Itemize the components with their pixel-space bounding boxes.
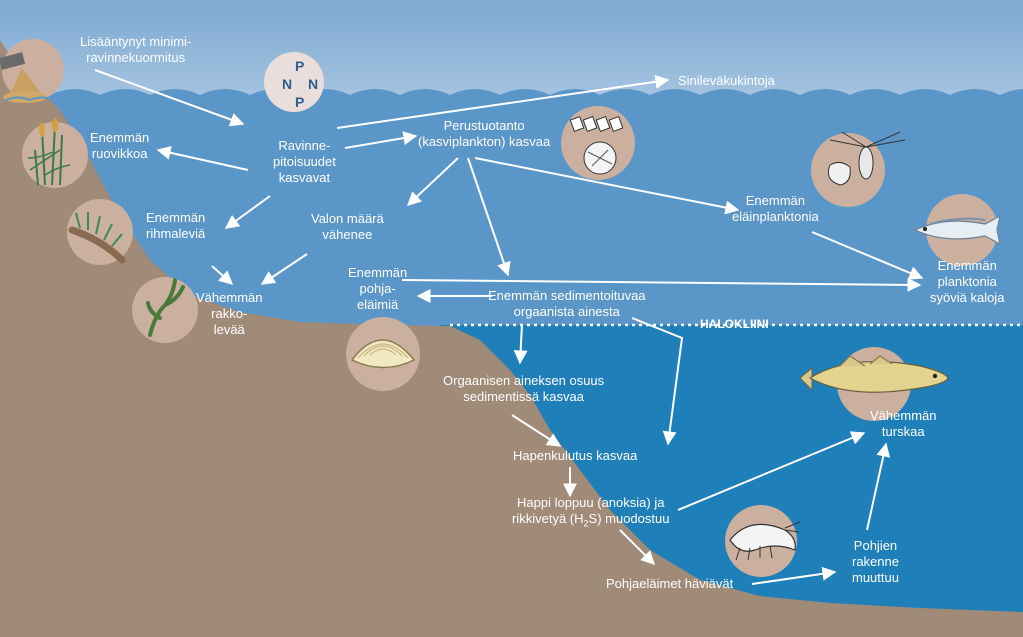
arrow-nutrients-to-reed <box>156 145 249 171</box>
bladderwrack-icon <box>132 277 198 343</box>
arrow-nutrients-to-primary <box>344 131 418 149</box>
arrow-primary-to-sediment <box>467 157 511 277</box>
label-h2s-line: rikkivetyä (H2S) muodostuu <box>512 511 670 529</box>
label-bottom-structure-changes: Pohjien rakenne muuttuu <box>852 538 899 585</box>
herring-icon <box>913 194 1001 266</box>
label-less-cod: Vähemmän turskaa <box>870 408 937 439</box>
seabed <box>0 40 1023 637</box>
label-more-sedimenting-organic: Enemmän sedimentoituvaa orgaanista aines… <box>488 288 646 319</box>
arrows <box>94 69 924 585</box>
sky <box>0 0 1023 100</box>
reed-icon <box>22 118 88 188</box>
arrow-anoxia-to-cod <box>677 431 866 511</box>
label-h2s-sub: 2 <box>583 518 589 529</box>
phytoplankton-icon <box>561 106 635 180</box>
arrow-anoxia-to-benthosloss <box>619 529 655 565</box>
label-oxygen-line1: Happi loppuu (anoksia) ja <box>517 495 665 510</box>
label-light-decreases: Valon määrä vähenee <box>311 211 384 242</box>
label-benthic-animals-disappear: Pohjaeläimet häviävät <box>606 576 734 591</box>
arrow-light-to-bladderwrack <box>260 253 308 285</box>
nutrient-np-icon <box>264 52 324 112</box>
arrow-nutrients-to-filamentous <box>224 195 271 229</box>
label-organic-share-increases: Orgaanisen aineksen osuus sedimentissä k… <box>443 373 605 404</box>
label-more-benthic-animals: Enemmän pohja- eläimiä <box>348 265 408 312</box>
label-nutrient-concentrations: Ravinne- pitoisuudet kasvavat <box>273 138 336 185</box>
arrow-zooplankton-to-fish <box>811 231 924 280</box>
label-oxygen-use-increases: Hapenkulutus kasvaa <box>513 448 638 463</box>
arrow-sediment-to-organic <box>513 323 528 365</box>
arrow-load-to-nutrients <box>94 69 245 127</box>
label-halocline: HALOKLIINI <box>700 317 769 331</box>
shrimp-icon <box>725 505 801 577</box>
arrow-benthosloss-to-structure <box>751 566 837 585</box>
label-oxygen-depleted: Happi loppuu (anoksia) ja rikkivetyä (H2… <box>512 495 669 532</box>
arrow-filamentous-to-bladderwrack <box>211 265 234 285</box>
filamentous-algae-icon <box>67 199 133 265</box>
arrow-primary-to-light <box>406 157 459 206</box>
clam-icon <box>346 317 420 391</box>
label-more-zooplankton: Enemmän eläinplanktonia <box>732 193 819 224</box>
label-less-bladderwrack: Vähemmän rakko- levää <box>196 290 263 337</box>
arrow-sediment-to-oxygen <box>631 317 684 446</box>
label-h2s-pre: rikkivetyä (H <box>512 511 584 526</box>
label-primary-production: Perustuotanto (kasviplankton) kasvaa <box>418 118 551 149</box>
np-letter-n1: N <box>282 76 293 92</box>
pipe-discharge-icon <box>0 39 64 103</box>
np-letter-p1: P <box>295 58 305 74</box>
label-bluegreen-blooms: Sinileväkukintoja <box>678 73 775 88</box>
arrow-primary-to-zooplankton <box>474 157 740 215</box>
zooplankton-icon <box>811 131 906 207</box>
label-more-planktivorous-fish: Enemmän planktonia syöviä kaloja <box>930 258 1005 305</box>
arrow-structure-to-cod <box>866 442 891 531</box>
arrow-benthos-to-fish <box>401 277 922 292</box>
cod-icon <box>799 347 949 421</box>
np-letter-p2: P <box>295 94 305 110</box>
label-increased-nutrient-load: Lisääntynyt minimi- ravinnekuormitus <box>80 34 192 65</box>
label-more-reeds: Enemmän ruovikkoa <box>90 130 150 161</box>
label-more-filamentous-algae: Enemmän rihmaleviä <box>146 210 206 241</box>
label-h2s-post: S) muodostuu <box>588 511 670 526</box>
arrow-organic-to-oxygenuse <box>511 414 562 447</box>
np-letter-n2: N <box>308 76 319 92</box>
arrow-nutrients-to-bluegreen <box>336 74 670 129</box>
